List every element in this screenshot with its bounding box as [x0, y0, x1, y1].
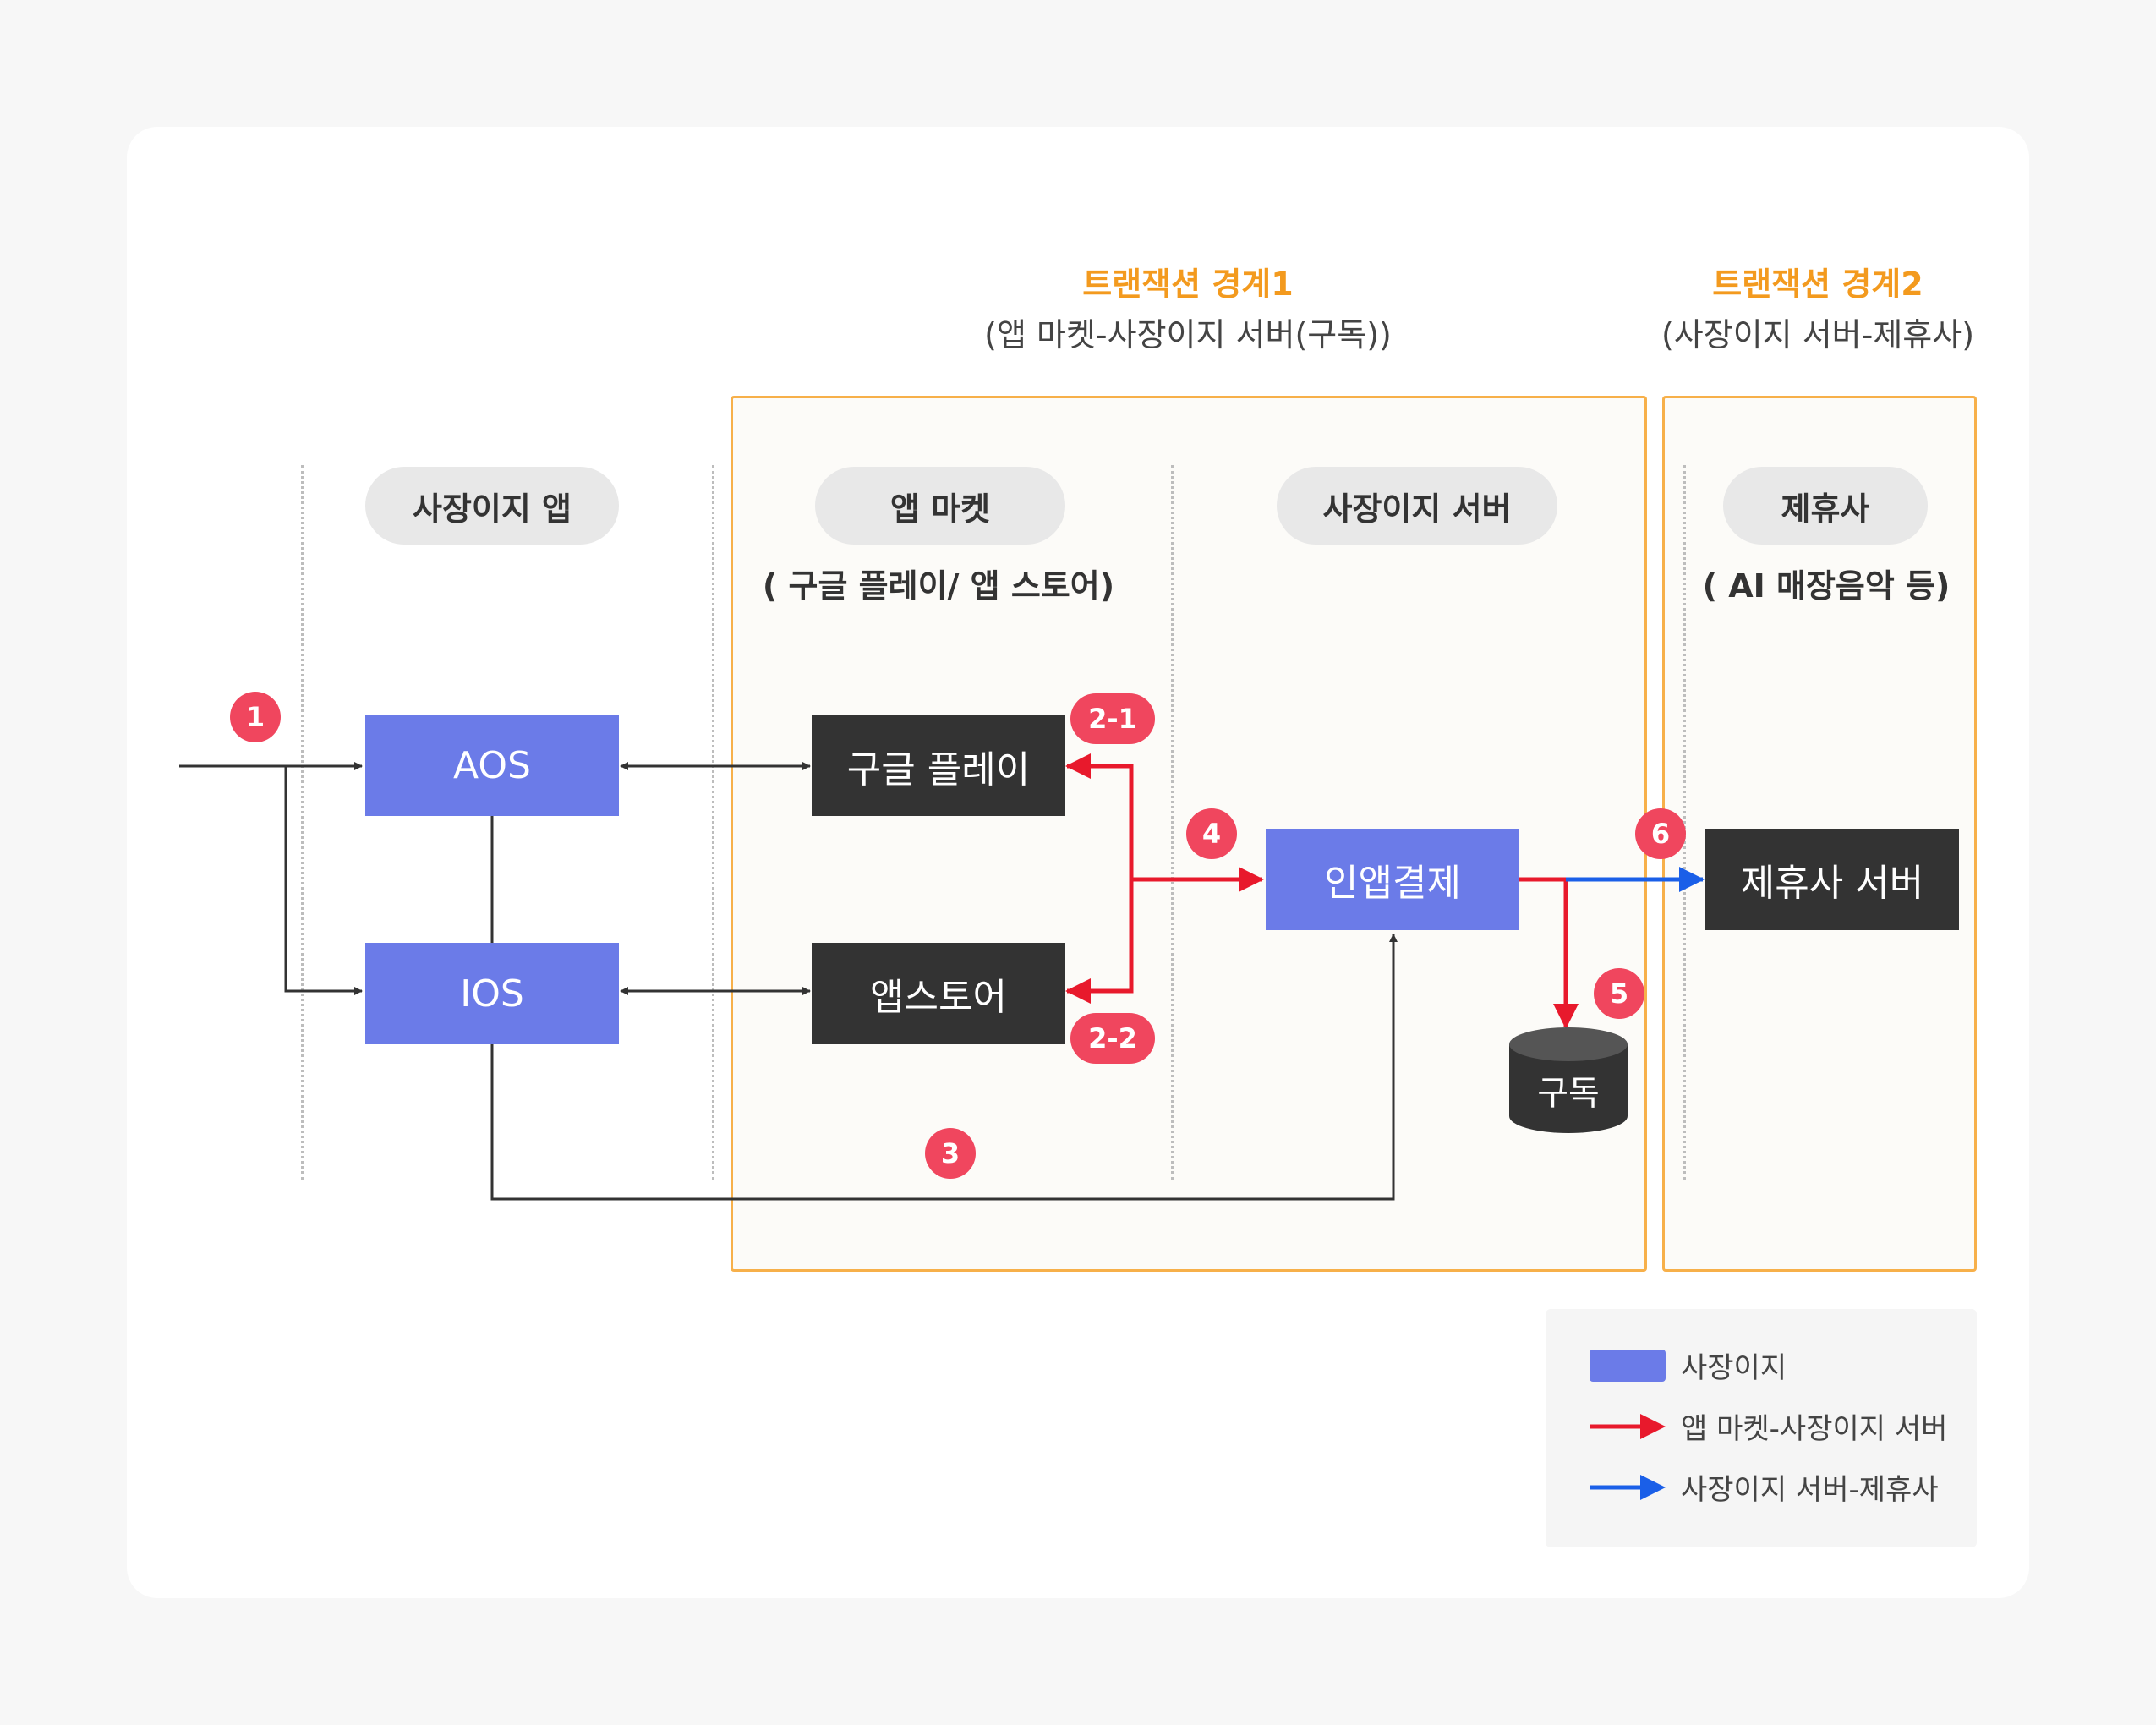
step-badge: 3	[925, 1128, 976, 1179]
step-badge: 2-1	[1070, 693, 1155, 744]
red-arrow-icon	[1590, 1413, 1666, 1439]
legend-item: 앱 마켓-사장이지 서버	[1590, 1405, 1947, 1447]
step-badge: 5	[1594, 968, 1644, 1019]
zone-1-title: 트랜잭션 경계1	[1082, 266, 1294, 303]
entry-line-ios	[284, 766, 363, 995]
google-play-node: 구글 플레이	[812, 715, 1065, 816]
lane-sub-app-market: ( 구글 플레이/ 앱 스토어)	[762, 567, 1115, 605]
database-icon	[1509, 1027, 1628, 1133]
lane-sub-partner: ( AI 매장음악 등)	[1702, 567, 1951, 605]
aos-node: AOS	[365, 715, 619, 816]
zone-2-title: 트랜잭션 경계2	[1712, 266, 1923, 303]
legend-item: 사장이지	[1590, 1344, 1787, 1386]
legend-item: 사장이지 서버-제휴사	[1590, 1466, 1939, 1508]
lane-divider	[1171, 465, 1174, 1180]
lane-header-server: 사장이지 서버	[1277, 467, 1557, 545]
in-app-payment-node: 인앱결제	[1266, 829, 1519, 930]
subscription-db-label: 구독	[1537, 1074, 1600, 1113]
lane-header-app-market: 앱 마켓	[815, 467, 1065, 545]
legend-swatch	[1590, 1349, 1666, 1382]
lane-header-app: 사장이지 앱	[365, 467, 619, 545]
red-flow-google-play	[1065, 753, 1134, 879]
legend-label: 앱 마켓-사장이지 서버	[1681, 1412, 1948, 1446]
ios-in-app-payment-link	[490, 934, 1398, 1201]
legend-label: 사장이지	[1681, 1351, 1787, 1385]
red-flow-app-store	[1065, 879, 1134, 1004]
legend-label: 사장이지 서버-제휴사	[1681, 1473, 1939, 1507]
step-badge: 4	[1186, 808, 1237, 859]
zone-2-subtitle: (사장이지 서버-제휴사)	[1661, 316, 1975, 353]
zone-1-subtitle: (앱 마켓-사장이지 서버(구독))	[984, 316, 1392, 353]
lane-divider	[301, 465, 304, 1180]
partner-server-node: 제휴사 서버	[1705, 829, 1959, 930]
blue-arrow-icon	[1590, 1474, 1666, 1500]
lane-header-partner: 제휴사	[1723, 467, 1928, 545]
lane-divider	[712, 465, 714, 1180]
ios-node: IOS	[365, 943, 619, 1044]
step-badge: 1	[230, 692, 281, 742]
legend: 사장이지 앱 마켓-사장이지 서버 사장이지 서버-제휴사	[1546, 1309, 1977, 1547]
step-badge: 2-2	[1070, 1013, 1155, 1064]
app-store-node: 앱스토어	[812, 943, 1065, 1044]
step-badge: 6	[1635, 808, 1686, 859]
lane-divider	[1683, 465, 1686, 1180]
